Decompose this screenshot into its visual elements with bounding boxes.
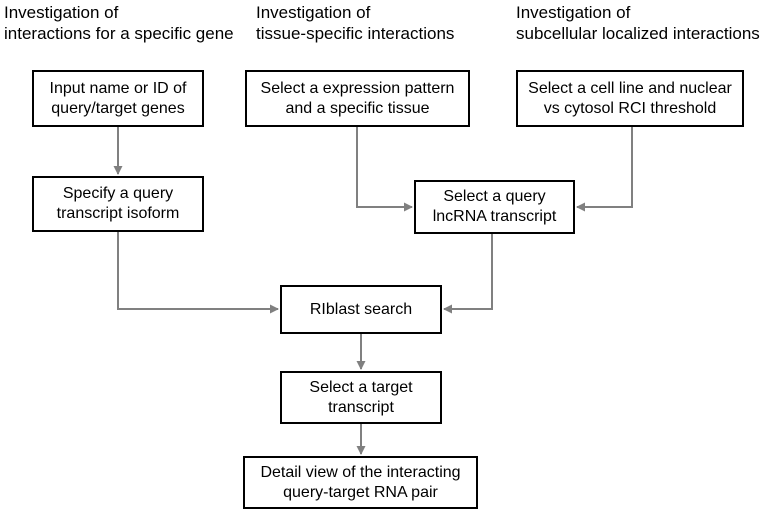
heading-gene-line1: Investigation of [4, 3, 119, 22]
box-specify-isoform: Specify a query transcript isoform [32, 176, 204, 232]
heading-tissue-line2: tissue-specific interactions [256, 24, 455, 43]
box-cell-line-line2: vs cytosol RCI threshold [543, 99, 717, 117]
box-expression-pattern-line2: and a specific tissue [285, 99, 430, 117]
arrow-cellline-to-lncrna [576, 127, 633, 212]
box-specify-isoform-line2: transcript isoform [56, 205, 180, 222]
box-riblast-search-label: RIblast search [309, 300, 413, 318]
box-cell-line: Select a cell line and nuclear vs cytoso… [516, 70, 744, 127]
box-target-transcript-line1: Select a target [309, 378, 413, 396]
heading-subcellular-interactions: Investigation of subcellular localized i… [516, 2, 760, 44]
box-lncrna-transcript-line2: lncRNA transcript [432, 208, 557, 225]
box-target-transcript: Select a target transcript [280, 371, 442, 424]
arrow-isoform-to-riblast [117, 232, 279, 314]
box-target-transcript-line2: transcript [328, 398, 394, 416]
box-cell-line-line1: Select a cell line and nuclear [528, 79, 732, 97]
heading-tissue-line1: Investigation of [256, 3, 371, 22]
box-lncrna-transcript-line1: Select a query [443, 188, 546, 205]
heading-gene-interactions: Investigation of interactions for a spec… [4, 2, 234, 44]
box-riblast-search: RIblast search [280, 285, 442, 334]
box-detail-view-line2: query-target RNA pair [283, 483, 438, 501]
box-lncrna-transcript: Select a query lncRNA transcript [414, 180, 575, 234]
box-expression-pattern-line1: Select a expression pattern [260, 79, 455, 97]
heading-tissue-interactions: Investigation of tissue-specific interac… [256, 2, 454, 44]
arrow-expression-to-lncrna [356, 127, 413, 212]
heading-subcellular-line1: Investigation of [516, 3, 631, 22]
heading-gene-line2: interactions for a specific gene [4, 24, 234, 43]
box-detail-view-line1: Detail view of the interacting [260, 463, 461, 481]
box-detail-view: Detail view of the interacting query-tar… [243, 456, 478, 509]
box-input-name-line1: Input name or ID of [49, 79, 187, 97]
box-specify-isoform-line1: Specify a query [62, 185, 174, 202]
box-input-name: Input name or ID of query/target genes [32, 70, 204, 127]
box-expression-pattern: Select a expression pattern and a specif… [245, 70, 470, 127]
arrow-lncrna-to-riblast [443, 234, 493, 314]
heading-subcellular-line2: subcellular localized interactions [516, 24, 760, 43]
box-input-name-line2: query/target genes [51, 99, 185, 117]
